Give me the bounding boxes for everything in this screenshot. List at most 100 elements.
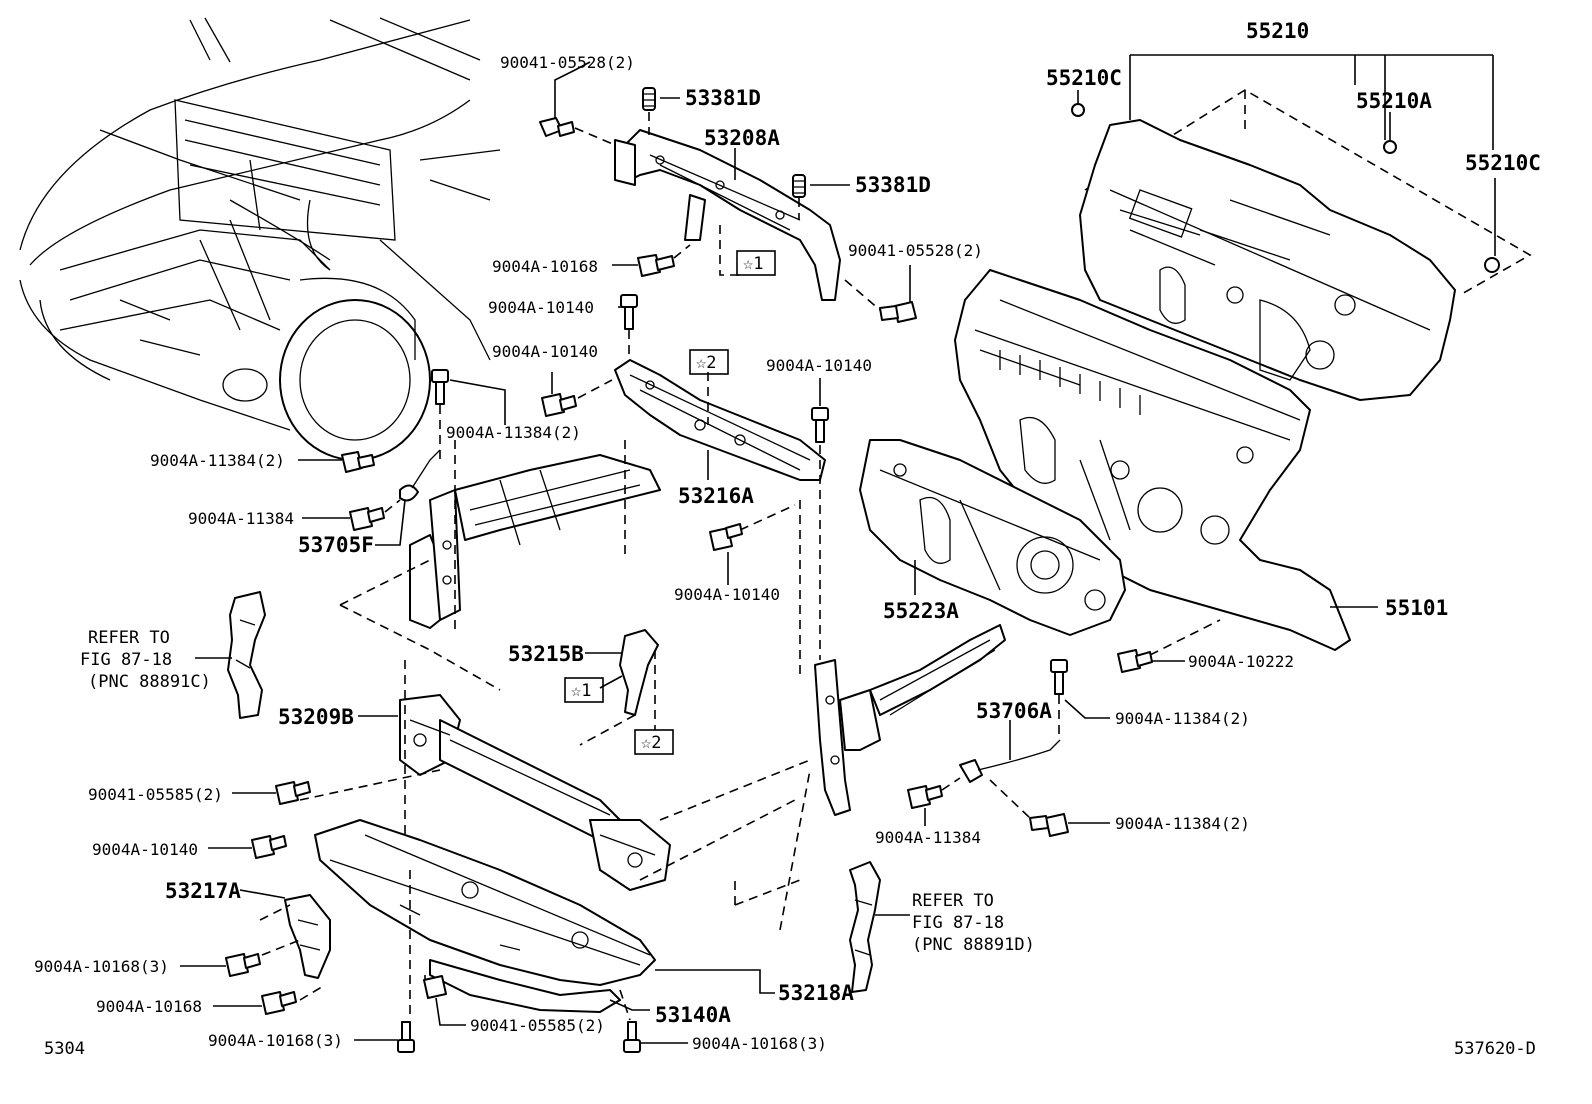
- label-53217a: 53217A: [165, 879, 241, 903]
- bolt-90041-05528-top: [539, 117, 575, 137]
- dash-90041-05528-top: [574, 127, 616, 146]
- dash-9004a-10140-b: [577, 379, 613, 399]
- label-53381d-mid: 53381D: [855, 173, 931, 197]
- leader-53217a: [239, 889, 286, 899]
- bolt-9004a-10168-3-b: [397, 1021, 415, 1053]
- label-star1-mid: ☆1: [571, 681, 591, 701]
- support-53208a: [614, 129, 841, 301]
- label-9004a-10168-3-a: 9004A-10168(3): [34, 957, 169, 976]
- label-53209b: 53209B: [278, 705, 354, 729]
- dash-53217a: [259, 904, 326, 1001]
- bolt-9004a-11384-a: [349, 507, 385, 531]
- bolt-90041-05528-right: [879, 301, 917, 323]
- bolt-9004a-11384-2-b: [341, 451, 375, 473]
- leader-90041-05528-top: [554, 61, 591, 118]
- dash-9004a-11384-a: [384, 499, 401, 513]
- dash-53208a: [719, 225, 740, 276]
- silencer-55223a: [859, 439, 1126, 636]
- label-code-left: 5304: [44, 1039, 85, 1059]
- label-55210c-top: 55210C: [1046, 66, 1122, 90]
- leader-53705f: [375, 499, 406, 546]
- dash-left-upper-frame: [339, 440, 626, 691]
- label-55101: 55101: [1385, 596, 1448, 620]
- label-9004a-10168-b: 9004A-10168: [96, 997, 202, 1016]
- dash-9004a-11384-2-d: [989, 779, 1031, 819]
- label-9004a-10140-a: 9004A-10140: [488, 298, 594, 317]
- label-9004a-10168-3-c: 9004A-10168(3): [692, 1034, 827, 1053]
- label-9004a-11384-2-a: 9004A-11384(2): [446, 423, 581, 442]
- label-9004a-10140-d: 9004A-10140: [674, 585, 780, 604]
- label-refer-right-2: FIG 87-18: [912, 913, 1004, 933]
- star1-top-box: [736, 250, 776, 276]
- support-53209b: [399, 694, 671, 891]
- bolt-9004a-11384-2-c: [1050, 659, 1068, 695]
- dash-53215b: [579, 650, 656, 746]
- label-star2-mid: ☆2: [641, 733, 661, 753]
- bolt-9004a-10140-c: [811, 407, 829, 443]
- dash-9004a-10168-top: [673, 244, 691, 259]
- leader-53218a: [655, 969, 775, 994]
- bolt-9004a-11384-b: [907, 785, 943, 809]
- vehicle-overview: [19, 17, 501, 461]
- clip-53381d-mid: [792, 174, 806, 198]
- label-refer-left-2: FIG 87-18: [80, 650, 172, 670]
- bracket-53215b: [619, 629, 659, 716]
- bolt-9004a-10140-d: [709, 523, 743, 551]
- dash-53216a-bolt: [739, 504, 796, 531]
- clip-53381d-top: [642, 87, 656, 111]
- panel-53140a: [429, 959, 621, 1013]
- dash-55101-bolt: [1149, 619, 1221, 656]
- label-53208a: 53208A: [704, 126, 780, 150]
- label-55210c-right: 55210C: [1465, 151, 1541, 175]
- label-53215b: 53215B: [508, 642, 584, 666]
- bolt-90041-05585-b: [423, 975, 447, 999]
- bolt-9004a-10222: [1117, 649, 1153, 673]
- bolt-9004a-10168-3-a: [225, 953, 261, 977]
- bolt-9004a-10168-top: [637, 254, 675, 277]
- side-member-left-upper: [409, 454, 661, 629]
- label-star1-top: ☆1: [743, 254, 763, 274]
- label-90041-05585-b: 90041-05585(2): [470, 1016, 605, 1035]
- label-53705f: 53705F: [298, 533, 374, 557]
- bolt-9004a-10140-e: [251, 835, 287, 859]
- leader-55210: [1129, 54, 1494, 150]
- refer-part-right: [849, 861, 881, 993]
- bracket-53706a: [959, 739, 1061, 783]
- label-90041-05585-a: 90041-05585(2): [88, 785, 223, 804]
- label-9004a-10168-top: 9004A-10168: [492, 257, 598, 276]
- dash-53209b: [299, 660, 801, 906]
- leader-90041-05585-b: [435, 997, 466, 1026]
- bracket-53705f: [399, 449, 441, 502]
- bolt-90041-05585-a: [275, 781, 311, 805]
- bolt-9004a-11384-2-d: [1029, 813, 1069, 837]
- dash-9004a-11384-b: [941, 777, 961, 791]
- label-9004a-11384-2-b: 9004A-11384(2): [150, 451, 285, 470]
- support-53216a: [614, 359, 826, 481]
- leader-53140a: [609, 999, 650, 1011]
- labels: 55210 55210C 55210A 55210C 53381D 53208A…: [34, 19, 1541, 1059]
- bolt-9004a-11384-2-a: [431, 369, 449, 405]
- bolt-9004a-10140-b: [541, 393, 577, 417]
- dash-panel-55101: [954, 269, 1351, 651]
- label-9004a-11384-b: 9004A-11384: [875, 828, 981, 847]
- bolt-9004a-10168-b: [261, 991, 297, 1015]
- label-refer-left-3: (PNC 88891C): [88, 672, 211, 692]
- label-90041-05528-top: 90041-05528(2): [500, 53, 635, 72]
- label-code-right: 537620-D: [1454, 1039, 1536, 1059]
- leader-9004a-11384-2-c: [1064, 699, 1110, 719]
- dash-90041-05528-right: [844, 279, 881, 311]
- label-9004a-10168-3-b: 9004A-10168(3): [208, 1031, 343, 1050]
- dash-insulator-55210: [1071, 89, 1532, 401]
- label-9004a-10140-b: 9004A-10140: [492, 342, 598, 361]
- label-53140a: 53140A: [655, 1003, 731, 1027]
- label-refer-right-1: REFER TO: [912, 891, 994, 911]
- label-90041-05528-right: 90041-05528(2): [848, 241, 983, 260]
- label-9004a-11384-a: 9004A-11384: [188, 509, 294, 528]
- label-55210a: 55210A: [1356, 89, 1432, 113]
- label-55223a: 55223A: [883, 599, 959, 623]
- label-9004a-10140-e: 9004A-10140: [92, 840, 198, 859]
- dash-right-frame: [659, 490, 821, 931]
- bolt-9004a-10168-3-c: [623, 1021, 641, 1053]
- panel-53218a: [314, 819, 656, 986]
